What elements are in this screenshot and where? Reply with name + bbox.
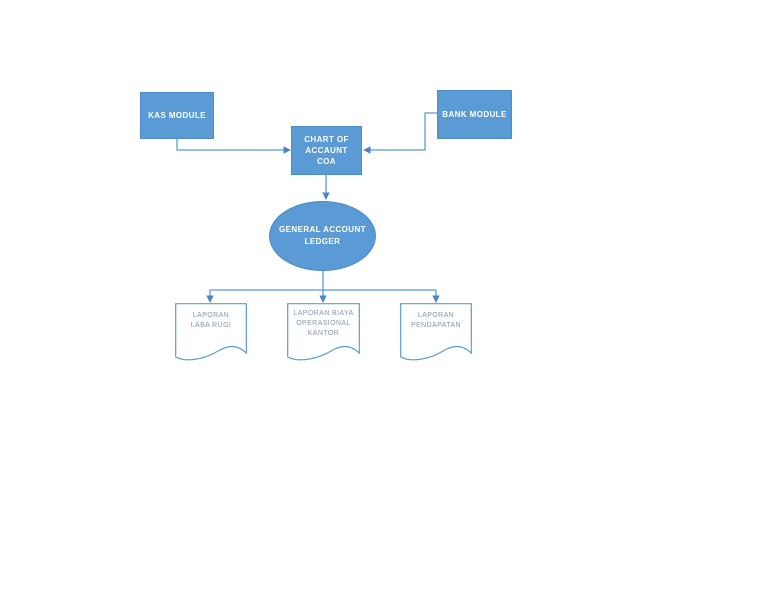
doc-laporan-biaya-operasional-kantor: LAPORAN BIAYA OPERASIONAL KANTOR: [287, 303, 360, 363]
node-general-account-ledger: GENERAL ACCOUNT LEDGER: [269, 201, 376, 271]
doc-laporan-pendapatan-label: LAPORAN PENDAPATAN: [411, 312, 461, 329]
doc-laporan-biaya-operasional-kantor-label: LAPORAN BIAYA OPERASIONAL KANTOR: [293, 310, 354, 337]
doc-laporan-laba-rugi-label: LAPORAN LABA RUGI: [190, 312, 232, 329]
arrowhead-down-icon: [319, 295, 327, 303]
doc-laporan-pendapatan: LAPORAN PENDAPATAN: [400, 303, 472, 363]
connector-kas-to-coa: [176, 139, 284, 151]
doc-laporan-laba-rugi: LAPORAN LABA RUGI: [175, 303, 247, 363]
node-chart-of-account: CHART OF ACCAUNT COA: [291, 126, 362, 175]
document-shape-icon: [287, 303, 360, 361]
node-bank-module-label: BANK MODULE: [442, 110, 507, 119]
arrowhead-right-icon: [283, 146, 291, 154]
arrowhead-down-icon: [206, 295, 214, 303]
document-shape-icon: [400, 303, 472, 361]
node-kas-module: KAS MODULE: [140, 92, 214, 139]
node-general-account-ledger-label: GENERAL ACCOUNT LEDGER: [279, 225, 366, 246]
arrowhead-left-icon: [363, 146, 371, 154]
arrowhead-down-icon: [322, 192, 330, 200]
node-kas-module-label: KAS MODULE: [148, 111, 206, 120]
arrowhead-down-icon: [432, 295, 440, 303]
node-bank-module: BANK MODULE: [437, 90, 512, 139]
connector-bank-to-coa: [370, 112, 437, 151]
node-chart-of-account-label: CHART OF ACCAUNT COA: [304, 135, 349, 166]
connector-ledger-to-reports: [209, 271, 437, 296]
document-shape-icon: [175, 303, 247, 361]
